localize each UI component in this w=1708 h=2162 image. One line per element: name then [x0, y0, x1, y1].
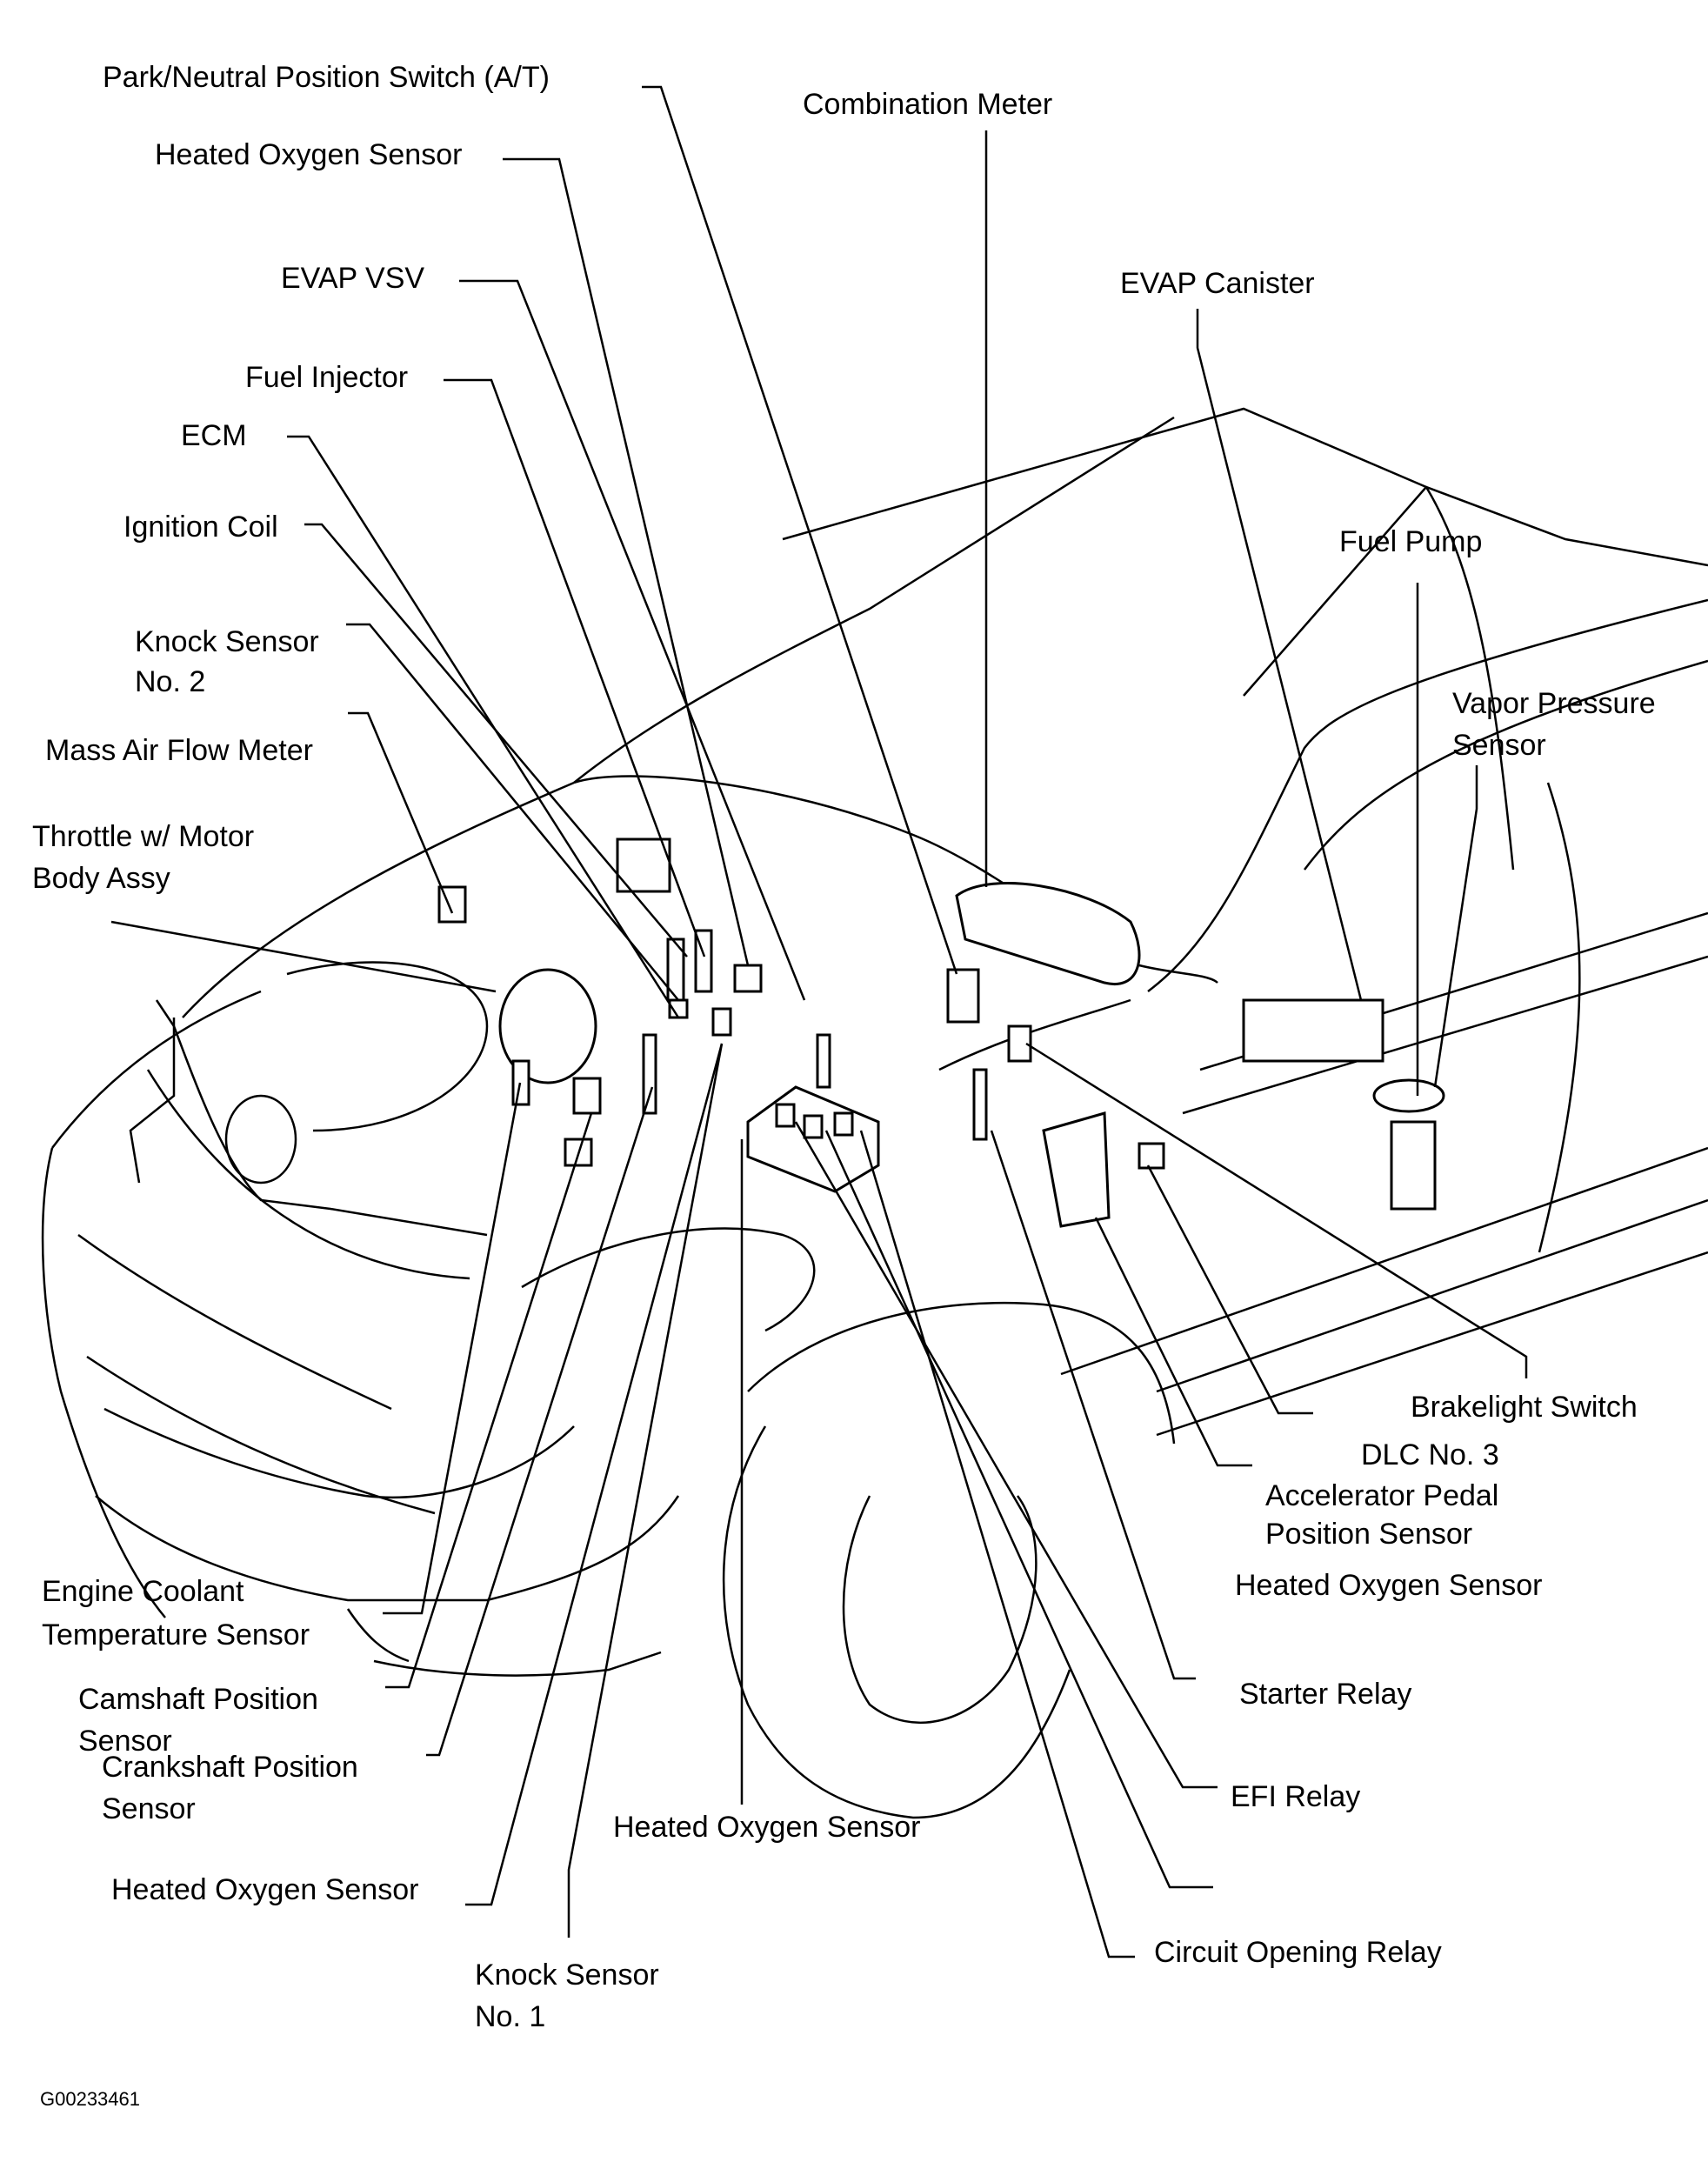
heated-oxygen-sensor-unit-a	[816, 1033, 831, 1089]
label-vapor-pressure-sensor: Vapor Pressure Sensor	[1452, 687, 1656, 762]
label-brakelight-switch: Brakelight Switch	[1411, 1391, 1638, 1424]
throttle-body-unit	[498, 968, 597, 1084]
label-starter-relay: Starter Relay	[1239, 1678, 1412, 1711]
coolant-temp-sensor-unit	[511, 1059, 530, 1106]
fuel-pump-unit	[1390, 1120, 1437, 1211]
label-dlc-3: DLC No. 3	[1361, 1438, 1499, 1471]
label-heated-oxygen-sensor-left: Heated Oxygen Sensor	[111, 1873, 419, 1906]
evap-canister-unit	[1242, 998, 1384, 1063]
label-engine-coolant-temperature-sensor: Engine Coolant Temperature Sensor	[42, 1575, 310, 1652]
heated-oxygen-sensor-unit-b	[642, 1033, 657, 1115]
camshaft-position-sensor-unit	[711, 1007, 732, 1037]
dlc3-unit	[1138, 1142, 1165, 1170]
label-crankshaft-position-sensor: Crankshaft Position Sensor	[102, 1751, 358, 1825]
figure-id: G00233461	[40, 2088, 140, 2110]
heated-oxygen-sensor-unit-c	[972, 1068, 988, 1141]
label-camshaft-position-sensor: Camshaft Position Sensor	[78, 1683, 318, 1758]
evap-vsv-unit	[733, 964, 763, 993]
accelerator-pedal-unit	[1042, 1111, 1111, 1228]
component-drawings	[437, 837, 1445, 1228]
label-heated-oxygen-sensor-top: Heated Oxygen Sensor	[155, 138, 463, 171]
combination-meter-unit	[955, 882, 1141, 985]
efi-relay-unit	[803, 1114, 824, 1139]
leader-lines	[110, 85, 1528, 1958]
park-neutral-switch-unit	[946, 968, 980, 1024]
ecm-unit	[616, 837, 671, 893]
label-fuel-injector: Fuel Injector	[245, 361, 409, 394]
brakelight-switch-unit	[1007, 1024, 1032, 1063]
label-heated-oxygen-sensor-right: Heated Oxygen Sensor	[1235, 1569, 1543, 1602]
label-accelerator-pedal-position-sensor: Accelerator Pedal Position Sensor	[1265, 1479, 1499, 1551]
relay-box-unit	[746, 1085, 880, 1193]
label-ecm: ECM	[181, 419, 247, 452]
starter-relay-unit	[775, 1103, 796, 1128]
label-efi-relay: EFI Relay	[1231, 1780, 1361, 1813]
crankshaft-sensor-unit	[572, 1077, 602, 1115]
label-evap-canister: EVAP Canister	[1120, 267, 1315, 300]
label-heated-oxygen-sensor-center: Heated Oxygen Sensor	[613, 1811, 921, 1844]
label-fuel-pump: Fuel Pump	[1339, 525, 1483, 558]
label-knock-sensor-1: Knock Sensor No. 1	[475, 1958, 659, 2033]
label-ignition-coil: Ignition Coil	[123, 510, 278, 544]
label-knock-sensor-2: Knock Sensor No. 2	[135, 625, 319, 698]
label-circuit-opening-relay: Circuit Opening Relay	[1154, 1936, 1442, 1969]
label-combination-meter: Combination Meter	[803, 88, 1053, 121]
label-mass-air-flow-meter: Mass Air Flow Meter	[45, 734, 313, 767]
label-throttle-body: Throttle w/ Motor Body Assy	[32, 820, 255, 895]
vehicle-body-outline	[41, 407, 1708, 1819]
fuel-pump-flange	[1372, 1078, 1445, 1113]
circuit-opening-relay-unit	[833, 1111, 854, 1137]
label-evap-vsv: EVAP VSV	[281, 262, 425, 295]
label-park-neutral-position-switch: Park/Neutral Position Switch (A/T)	[103, 61, 550, 94]
